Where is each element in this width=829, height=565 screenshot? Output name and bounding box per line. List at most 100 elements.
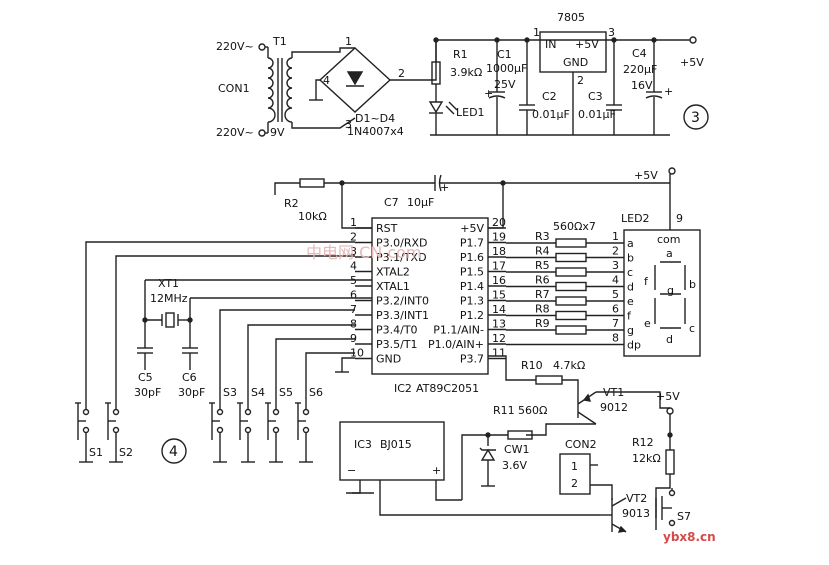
r12-value: 12kΩ: [632, 452, 661, 465]
switch-terminal: [82, 408, 90, 416]
r2-value: 10kΩ: [298, 210, 327, 223]
bridge-ground-wire: [315, 79, 320, 100]
ic2-pin-number: 17: [492, 260, 506, 273]
bridge-diode-symbol: [346, 71, 364, 86]
c3-name: C3: [588, 90, 603, 103]
switch-wire: [275, 338, 355, 409]
switch-terminal: [272, 426, 280, 434]
ic2-pin-number: 1: [350, 216, 357, 229]
c2-value: 0.01μF: [532, 108, 570, 121]
ac-terminal-bottom: [258, 129, 266, 137]
resistor-r10: [535, 375, 563, 385]
switch-terminal: [82, 426, 90, 434]
ic2-pin-label: RST: [376, 222, 398, 235]
ic2-pin-number: 14: [492, 303, 506, 316]
ic3-plus: +: [432, 464, 441, 477]
ic2-pin-number: 20: [492, 216, 506, 229]
display-resistor-name: R6: [535, 274, 550, 287]
mcu-vcc-label: +5V: [634, 169, 658, 182]
xt1-freq: 12MHz: [150, 292, 188, 305]
switch-wire: [115, 255, 355, 409]
ic2-pin-label: P1.4: [460, 280, 484, 293]
con1-label: CON1: [218, 82, 250, 95]
ic2-gnd-wire: [341, 357, 355, 372]
led2-pin-number: 4: [612, 274, 619, 287]
ic2-pin-label: P1.5: [460, 266, 484, 279]
led2-com-pin: 9: [676, 212, 683, 225]
seg-a-label: a: [666, 247, 673, 260]
ic2-pin-label: XTAL1: [376, 280, 410, 293]
led2-pin-number: 8: [612, 332, 619, 345]
ic2-pin-label: GND: [376, 353, 401, 366]
ic2-pin-number: 16: [492, 274, 506, 287]
cw1-name: CW1: [504, 443, 530, 456]
ac-input-top-label: 220V~: [216, 40, 254, 53]
c7-value: 10μF: [407, 196, 434, 209]
ic2-pin-label: +5V: [460, 222, 484, 235]
switch-wire: [85, 241, 355, 409]
seven-segment-glyph: [654, 261, 686, 329]
ic2-pin-number: 10: [350, 347, 364, 360]
switch-terminal: [112, 408, 120, 416]
connector-con2: [559, 453, 591, 495]
switch-wire: [305, 352, 355, 409]
vt2-name: VT2: [626, 492, 647, 505]
ic2-pin-label: P3.1/TXD: [376, 251, 427, 264]
seg-g-label: g: [667, 284, 674, 297]
c3-value: 0.01μF: [578, 108, 616, 121]
ic2-pin-label: P3.2/INT0: [376, 295, 429, 308]
c4-value: 220μF: [623, 63, 657, 76]
c4-voltage: 16V: [631, 79, 653, 92]
led2-pin-number: 3: [612, 259, 619, 272]
transformer-label: T1: [272, 35, 287, 48]
con2-pin-2: 2: [571, 477, 578, 490]
ic2-pin-number: 3: [350, 245, 357, 258]
led2-segment-pin: a: [627, 237, 634, 250]
ic2-pin-label: P3.7: [460, 353, 484, 366]
resistor-r2: [299, 178, 325, 188]
r1-name: R1: [453, 48, 468, 61]
c4-plus: +: [664, 85, 673, 98]
ic2-pin-number: 8: [350, 318, 357, 331]
transformer-primary-coil: [267, 57, 276, 123]
display-resistor: [555, 310, 587, 321]
con2-name: CON2: [565, 438, 597, 451]
ic3-part: BJ015: [380, 438, 412, 451]
output-voltage-label: +5V: [680, 56, 704, 69]
regulator-name: 7805: [557, 11, 585, 24]
display-resistor-name: R8: [535, 303, 550, 316]
bridge-rectifier: [318, 47, 392, 113]
ic2-pin-label: P1.1/AIN-: [433, 324, 484, 337]
ic2-pin-label: P1.3: [460, 295, 484, 308]
ic2-pin-number: 2: [350, 231, 357, 244]
c1-plus: +: [484, 87, 493, 100]
ic2-pin-number: 6: [350, 289, 357, 302]
led2-pin-number: 2: [612, 245, 619, 258]
s7-label: S7: [677, 510, 691, 523]
c1-value: 1000μF: [486, 62, 527, 75]
c7-name: C7: [384, 196, 399, 209]
switch-terminal: [216, 426, 224, 434]
diode-part-label: 1N4007x4: [347, 125, 404, 138]
ic2-pin-label: P1.0/AIN+: [428, 338, 484, 351]
seg-d-label: d: [666, 333, 673, 346]
c5-value: 30pF: [134, 386, 161, 399]
led2-segment-pin: e: [627, 295, 634, 308]
led2-name: LED2: [621, 212, 650, 225]
output-vcc-label: +5V: [656, 390, 680, 403]
vt1-part: 9012: [600, 401, 628, 414]
ic2-pin-label: P3.4/T0: [376, 324, 418, 337]
led2-segment-pin: c: [627, 266, 633, 279]
switch-terminal: [302, 426, 310, 434]
ic2-pin-label: P1.7: [460, 237, 484, 250]
r11-name: R11: [493, 404, 515, 417]
dc-positive-rail: [390, 39, 690, 81]
regulator-in-label: IN: [545, 38, 556, 51]
display-resistor-name: R9: [535, 317, 550, 330]
transformer-secondary-coil: [284, 57, 293, 123]
display-resistor: [555, 252, 587, 263]
regulator-pin-2: 2: [577, 74, 584, 87]
